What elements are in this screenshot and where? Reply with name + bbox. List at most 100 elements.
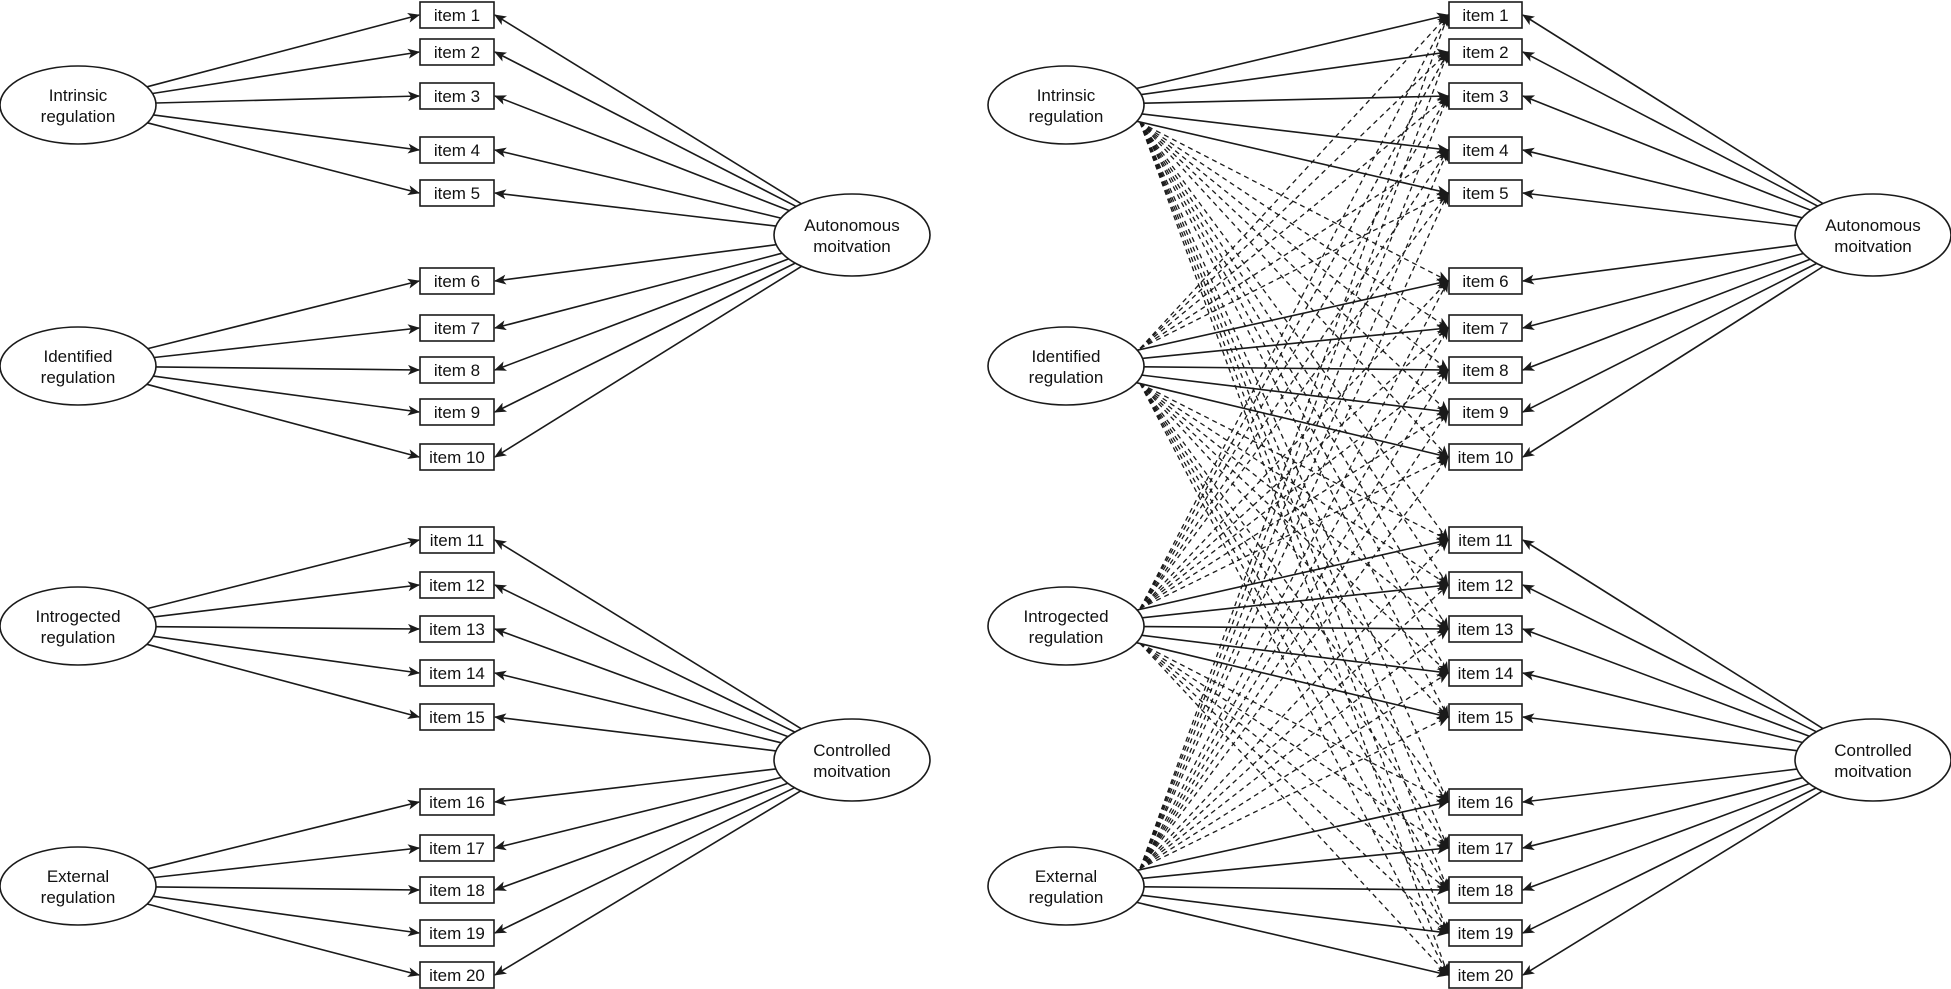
right-nodes: item 1 item 2 item 3 item 4 item 5 item 6 item… [987, 1, 1951, 989]
item-label: item 11 [1458, 531, 1513, 550]
item-node: item 11 [419, 526, 495, 554]
item-node: item 3 [419, 82, 495, 110]
item-node: item 5 [1448, 179, 1523, 207]
item-box [419, 443, 495, 471]
general-loading-arrow [494, 628, 789, 738]
item-node: item 9 [419, 398, 495, 426]
loading-arrow [146, 12, 420, 88]
item-node: item 3 [1448, 82, 1523, 110]
loading-arrow [146, 383, 420, 459]
factor-label-line2: regulation [41, 888, 116, 907]
item-label: item 1 [1462, 6, 1508, 25]
general-loading-arrow [494, 539, 802, 730]
item-label: item 4 [434, 141, 480, 160]
cross-loading-arrow [1139, 369, 1449, 610]
item-node: item 10 [419, 443, 495, 471]
cross-loading-arrow [1139, 628, 1449, 870]
general-loading-arrow [494, 786, 795, 934]
general-loading-arrow [494, 147, 782, 219]
cross-loading-arrow [1139, 584, 1449, 869]
general-loading-arrow [1522, 787, 1817, 934]
cross-loading-arrow [1139, 643, 1449, 934]
item-label: item 12 [1458, 576, 1514, 595]
item-label: item 9 [434, 403, 480, 422]
cross-loading-arrow [1139, 122, 1449, 718]
general-loading-arrow [1522, 14, 1824, 205]
item-node: item 14 [1448, 659, 1523, 687]
cross-loading-arrow [1139, 383, 1449, 630]
loading-arrow [1141, 48, 1449, 96]
item-box [419, 659, 495, 687]
loading-arrow [152, 48, 420, 95]
cross-loading-arrow [1139, 14, 1449, 609]
loading-arrow [1143, 364, 1449, 375]
item-label: item 10 [1458, 448, 1514, 467]
item-label: item 4 [1462, 141, 1508, 160]
general-loading-arrow [494, 782, 789, 891]
item-box [419, 179, 495, 207]
higher-factor-label-line1: Autonomous [1825, 216, 1920, 235]
cross-loading-arrow [1139, 539, 1449, 869]
general-loading-arrow [1522, 782, 1810, 891]
loading-arrow [1143, 623, 1449, 634]
higher-factor-ellipse [773, 718, 931, 802]
general-loading-arrow [1522, 252, 1804, 331]
general-loading-arrow [1522, 628, 1810, 738]
cross-loading-arrow [1139, 280, 1449, 609]
item-label: item 8 [434, 361, 480, 380]
factor-ellipse [0, 586, 157, 666]
item-label: item 7 [434, 319, 480, 338]
cross-loading-arrow [1139, 383, 1449, 586]
cross-loading-arrow [1139, 672, 1449, 870]
item-node: item 17 [1448, 834, 1523, 862]
cross-loading-arrow [1139, 122, 1449, 541]
item-node: item 12 [419, 571, 495, 599]
loading-arrow [1136, 12, 1449, 90]
cross-loading-arrow [1139, 383, 1449, 976]
general-loading-arrow [1522, 265, 1824, 458]
factor-ellipse [0, 326, 157, 406]
factor-label-line1: External [47, 867, 109, 886]
item-label: item 16 [429, 793, 485, 812]
item-node: item 6 [1448, 267, 1523, 295]
cross-loading-arrow [1139, 149, 1449, 349]
general-loading-arrow [494, 243, 777, 285]
item-label: item 9 [1462, 403, 1508, 422]
item-label: item 15 [1458, 708, 1514, 727]
factor-ellipse [0, 65, 157, 145]
factor-label-line2: regulation [41, 107, 116, 126]
item-node: item 15 [1448, 703, 1523, 731]
item-box [1448, 267, 1523, 295]
right-edges [1136, 12, 1824, 978]
item-node: item 13 [419, 615, 495, 643]
loading-arrow [147, 537, 420, 610]
item-node: item 2 [1448, 38, 1523, 66]
higher-factor-ellipse [1794, 193, 1951, 277]
item-label: item 16 [1458, 793, 1514, 812]
loading-arrow [155, 623, 420, 634]
factor-label-line2: regulation [41, 628, 116, 647]
item-node: item 15 [419, 703, 495, 731]
cross-loading-arrow [1139, 192, 1449, 869]
left-edges [146, 12, 803, 978]
item-box [1448, 82, 1523, 110]
item-box [1448, 179, 1523, 207]
item-box [419, 703, 495, 731]
general-loading-arrow [1522, 670, 1803, 744]
general-loading-arrow [1522, 262, 1818, 413]
loading-arrow [147, 799, 420, 870]
cross-loading-arrow [1139, 122, 1449, 630]
loading-arrow [155, 364, 420, 375]
factor-ellipse [987, 586, 1145, 666]
item-box [1448, 526, 1523, 554]
general-loading-arrow [494, 713, 777, 752]
item-label: item 6 [434, 272, 480, 291]
general-loading-arrow [494, 51, 797, 208]
general-loading-arrow [494, 776, 782, 851]
cross-loading-arrow [1139, 411, 1449, 869]
cross-loading-arrow [1139, 121, 1449, 282]
